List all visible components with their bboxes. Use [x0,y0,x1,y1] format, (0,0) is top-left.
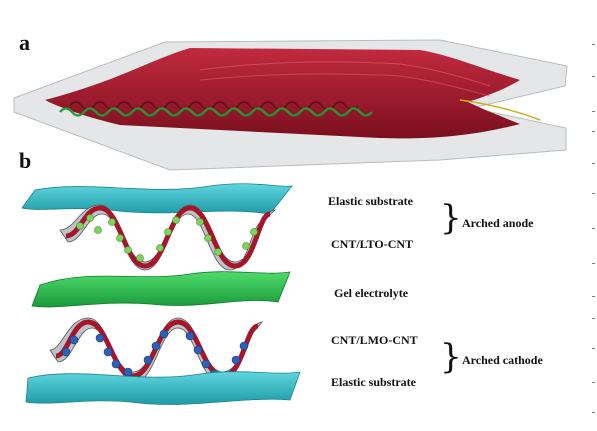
label-gel-electrolyte: Gel electrolyte [334,286,409,300]
arched-anode-layer [59,204,277,271]
label-cnt-lto: CNT/LTO-CNT [331,237,414,251]
elastic-substrate-bottom-layer [25,371,301,405]
label-arched-cathode: Arched cathode [462,353,543,367]
elastic-substrate-top-layer [21,183,293,215]
panel-label-a: a [19,30,30,55]
lto-particles [76,214,258,262]
panel-label-b: b [19,148,32,173]
cnt-layer-panel-a [45,48,541,139]
label-elastic-substrate-bottom: Elastic substrate [331,375,416,389]
brace-cathode-icon: } [440,337,462,377]
lmo-particles [61,329,249,379]
label-elastic-substrate-top: Elastic substrate [328,194,413,208]
brace-anode-icon: } [440,198,462,238]
gel-electrolyte-layer [31,271,291,308]
arched-cathode-layer [49,317,263,383]
label-cnt-lmo: CNT/LMO-CNT [331,333,418,347]
label-arched-anode: Arched anode [462,216,534,230]
right-edge-marks [587,0,597,431]
